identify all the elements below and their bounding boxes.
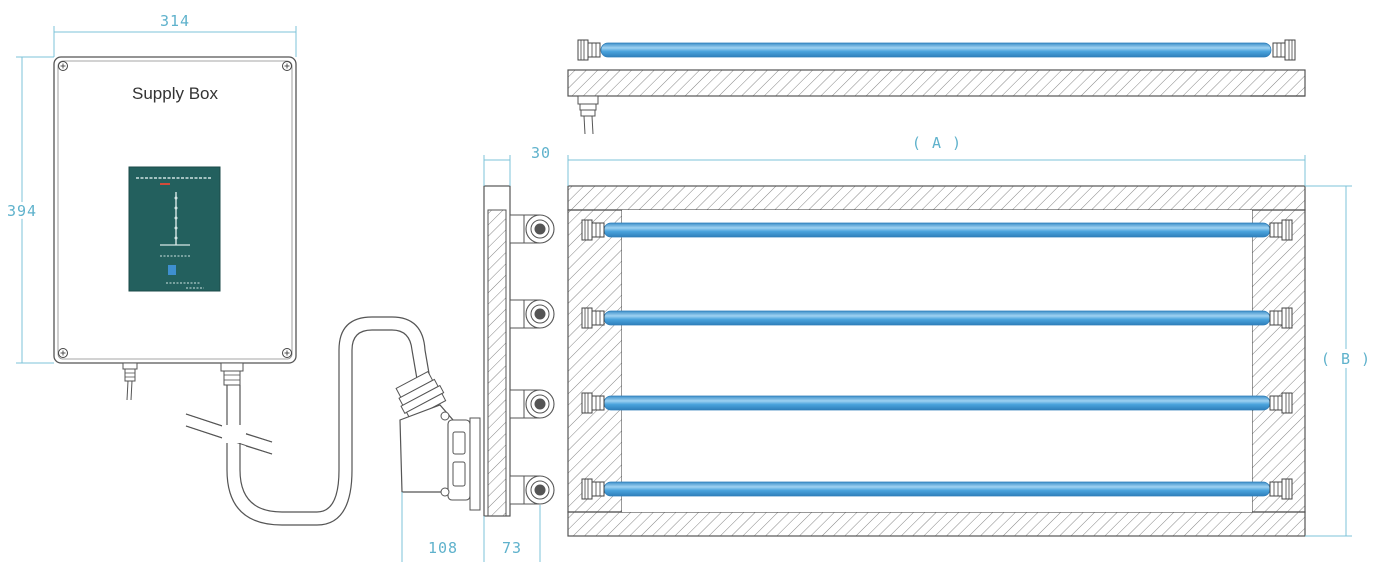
dimension-flange-offset: 73 xyxy=(502,539,522,557)
heater-tube-icon xyxy=(603,395,1271,411)
control-panel xyxy=(128,166,221,292)
dimension-overall-length: ( A ) xyxy=(912,134,962,152)
heater-tube-row xyxy=(581,219,1293,241)
dimension-lines xyxy=(16,26,1352,562)
screw-icon xyxy=(282,61,292,71)
heater-tube-icon xyxy=(603,481,1271,497)
flange-side-view xyxy=(483,185,555,517)
dimension-connector-depth: 108 xyxy=(428,539,458,557)
lamp-head-icon xyxy=(509,214,555,244)
screw-icon xyxy=(282,348,292,358)
lamp-head-icon xyxy=(509,389,555,419)
dimension-overall-height: ( B ) xyxy=(1321,350,1371,368)
lamp-head-icon xyxy=(509,299,555,329)
dimension-box-height: 394 xyxy=(7,202,37,220)
supply-box xyxy=(53,56,297,401)
cable-gland-icon xyxy=(122,362,138,401)
heater-tube-icon xyxy=(603,310,1271,326)
screw-icon xyxy=(58,61,68,71)
screw-icon xyxy=(58,348,68,358)
heater-tube-row xyxy=(581,478,1293,500)
cable-gland-icon xyxy=(220,362,244,386)
heavy-duty-connector xyxy=(395,370,481,511)
front-view xyxy=(567,185,1306,537)
dimension-flange-depth: 30 xyxy=(531,144,551,162)
supply-cable xyxy=(185,316,432,526)
heater-tube-row xyxy=(581,307,1293,329)
heater-tube-icon xyxy=(603,222,1271,238)
supply-box-title: Supply Box xyxy=(132,84,218,103)
top-view xyxy=(567,39,1306,135)
lamp-head-icon xyxy=(509,475,555,505)
heater-tube-row xyxy=(581,392,1293,414)
heater-tube-icon xyxy=(600,42,1272,58)
dimension-box-width: 314 xyxy=(160,12,190,30)
